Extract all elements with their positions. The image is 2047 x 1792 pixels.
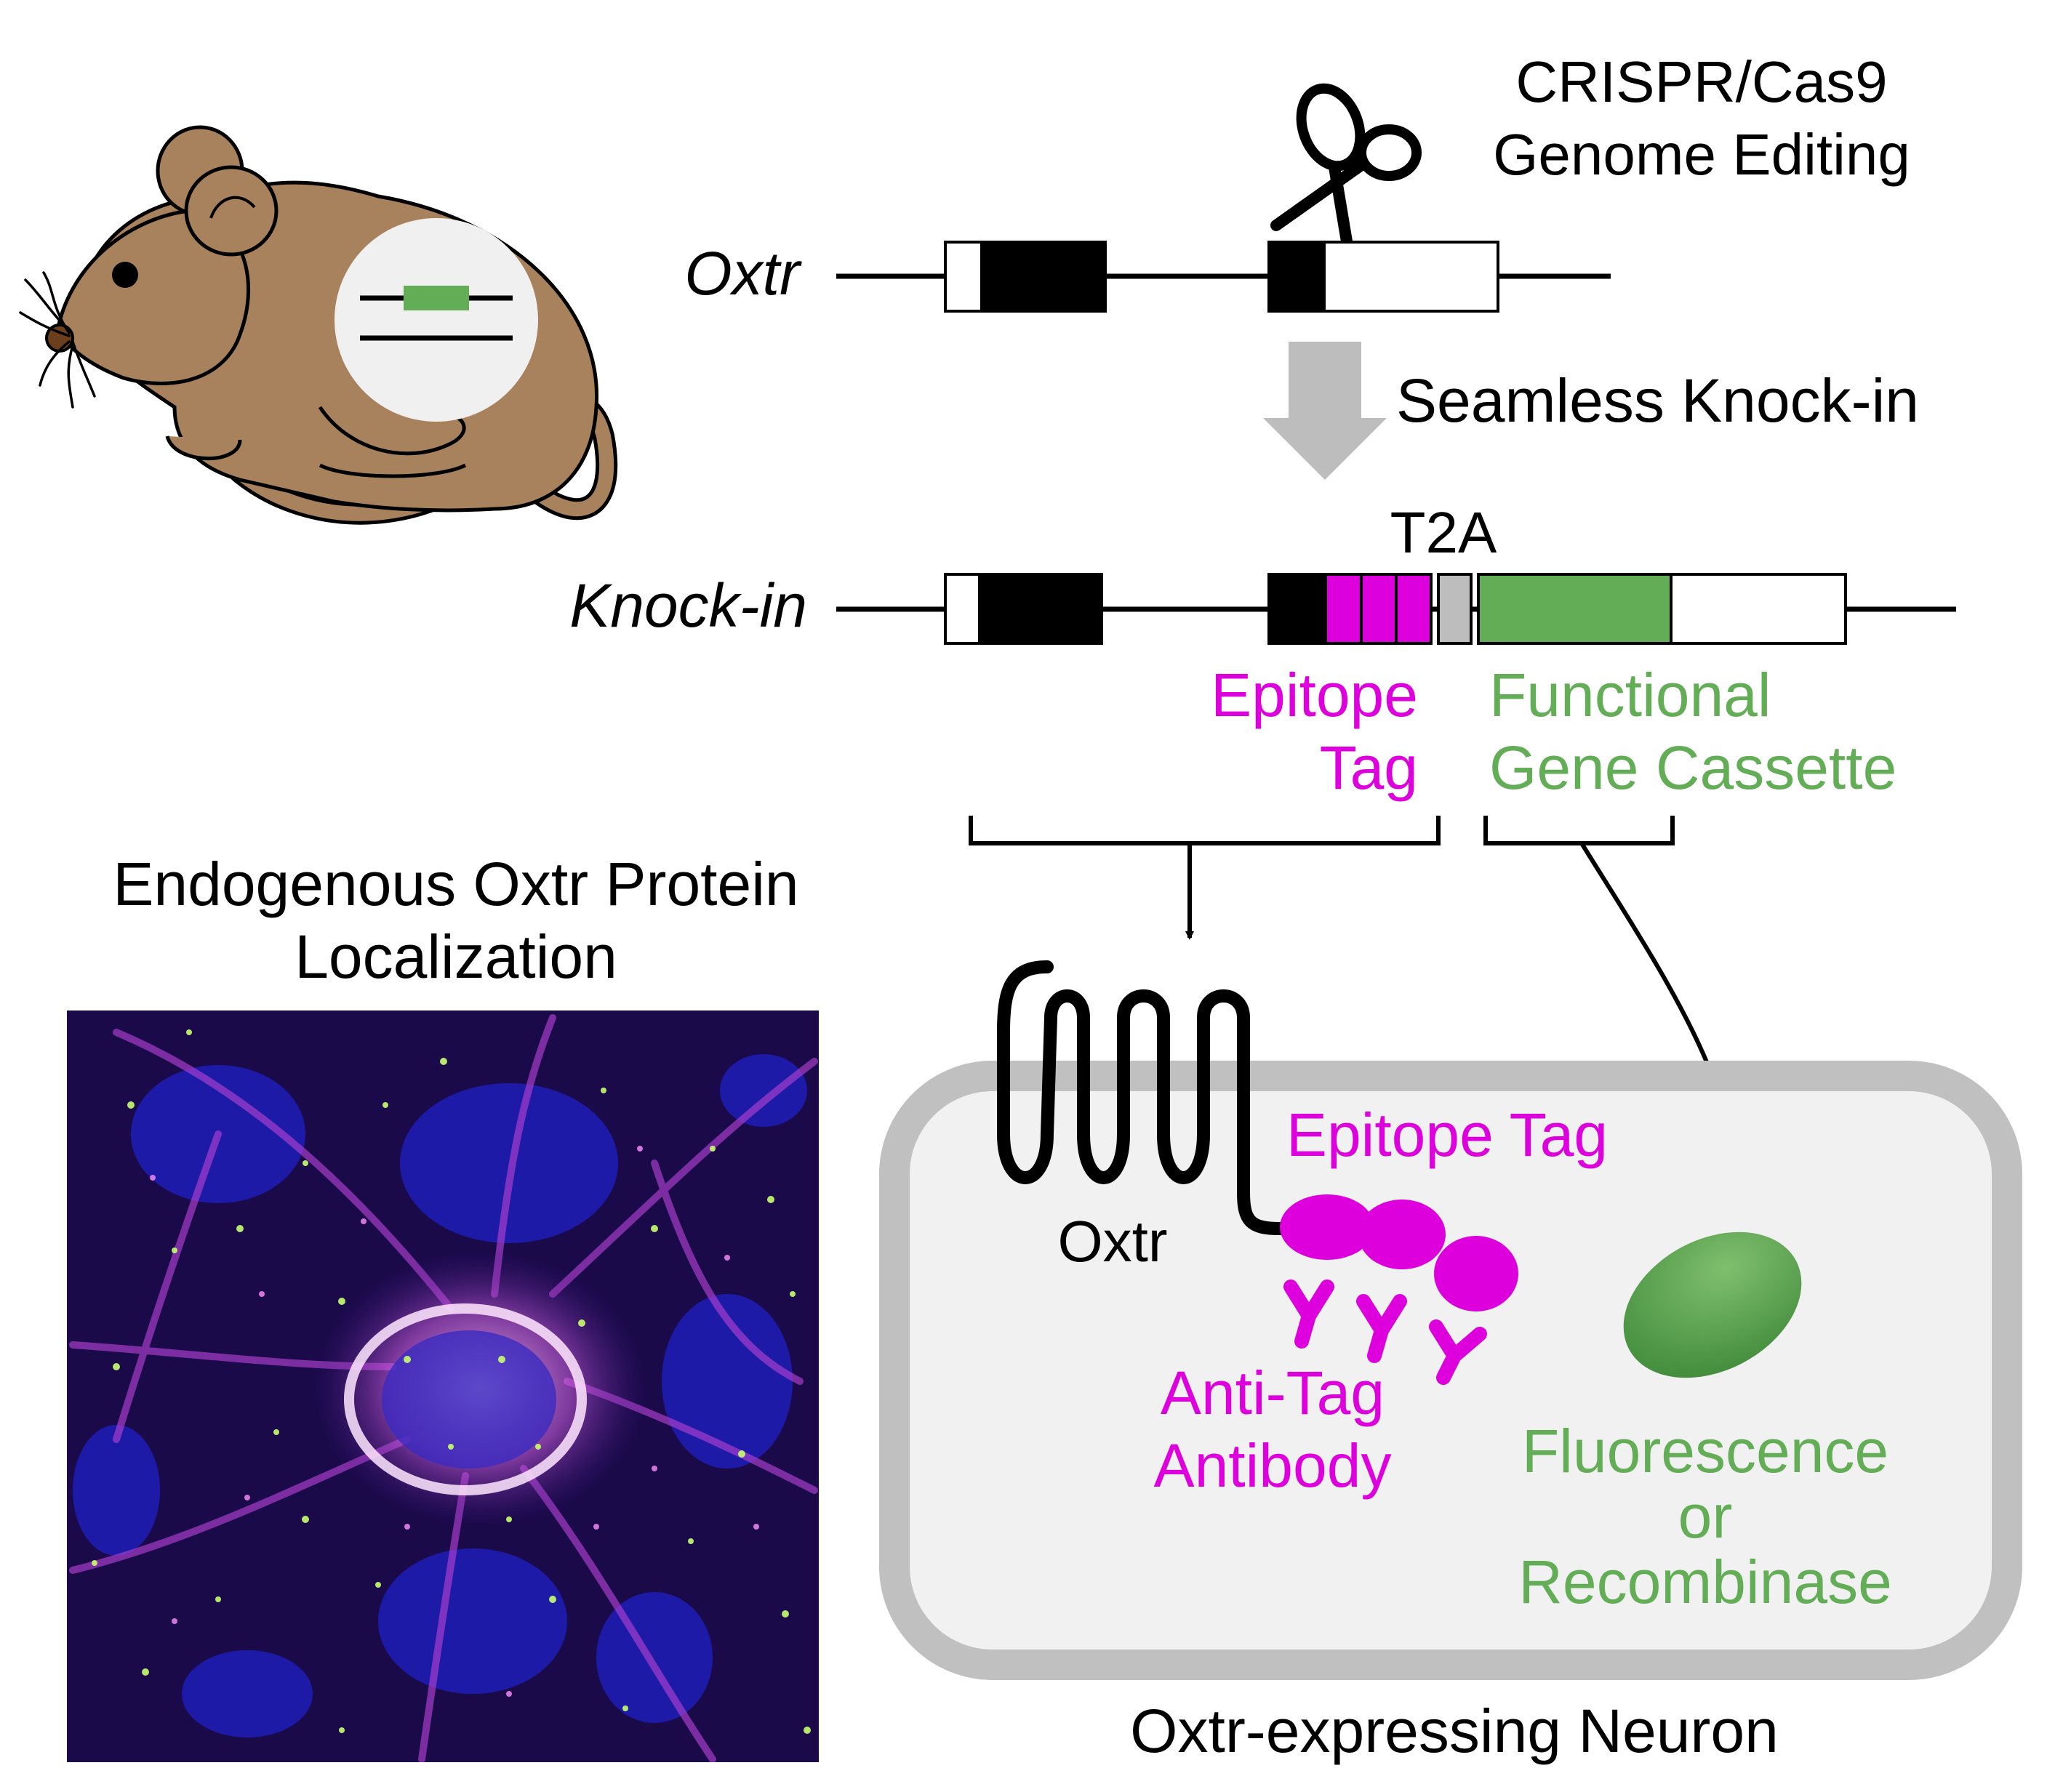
crispr-title-line2: Genome Editing xyxy=(1493,122,1910,187)
localization-title-line2: Localization xyxy=(295,923,617,991)
t2a-label: T2A xyxy=(1390,500,1497,565)
epitope-tag-beads xyxy=(1280,1194,1518,1311)
epitope-label-line2: Tag xyxy=(1320,734,1418,802)
t2a-block xyxy=(1437,573,1473,645)
epitope-bracket xyxy=(969,816,1441,940)
functional-protein-icon xyxy=(1623,1232,1802,1378)
antibody-icon xyxy=(1283,1279,1487,1385)
epitope-label-line1: Epitope xyxy=(1211,661,1418,729)
seamless-label: Seamless Knock-in xyxy=(1396,366,1919,435)
antibody-label-line2: Antibody xyxy=(1154,1431,1392,1500)
crispr-title-line1: CRISPR/Cas9 xyxy=(1515,49,1887,114)
functional-label-line2: Gene Cassette xyxy=(1489,734,1896,802)
functional-label-line1: Functional xyxy=(1489,661,1771,729)
output-label-line1: Fluorescence xyxy=(1522,1417,1888,1485)
knockin-gene-label: Knock-in xyxy=(569,571,807,640)
down-arrow xyxy=(1263,342,1387,480)
micrograph-image xyxy=(67,1010,819,1762)
output-label-line3: Recombinase xyxy=(1518,1548,1892,1616)
oxtr-gene-label: Oxtr xyxy=(684,239,802,308)
mouse-icon xyxy=(19,125,618,525)
epitope-tag-block xyxy=(1324,573,1433,645)
knockin-gene-diagram xyxy=(836,573,1956,645)
oxtr-gene-diagram xyxy=(836,241,1611,313)
neuron-caption: Oxtr-expressing Neuron xyxy=(1130,1697,1779,1765)
localization-title-line1: Endogenous Oxtr Protein xyxy=(113,850,798,918)
scissors-icon xyxy=(1270,83,1422,260)
oxtr-receptor-icon xyxy=(997,960,1308,1235)
output-label-line2: or xyxy=(1678,1482,1733,1551)
oxtr-protein-label: Oxtr xyxy=(1057,1209,1167,1274)
antibody-label-line1: Anti-Tag xyxy=(1161,1359,1385,1427)
cell-epitope-tag-label: Epitope Tag xyxy=(1286,1101,1608,1169)
gene-cassette-block xyxy=(1477,573,1673,645)
